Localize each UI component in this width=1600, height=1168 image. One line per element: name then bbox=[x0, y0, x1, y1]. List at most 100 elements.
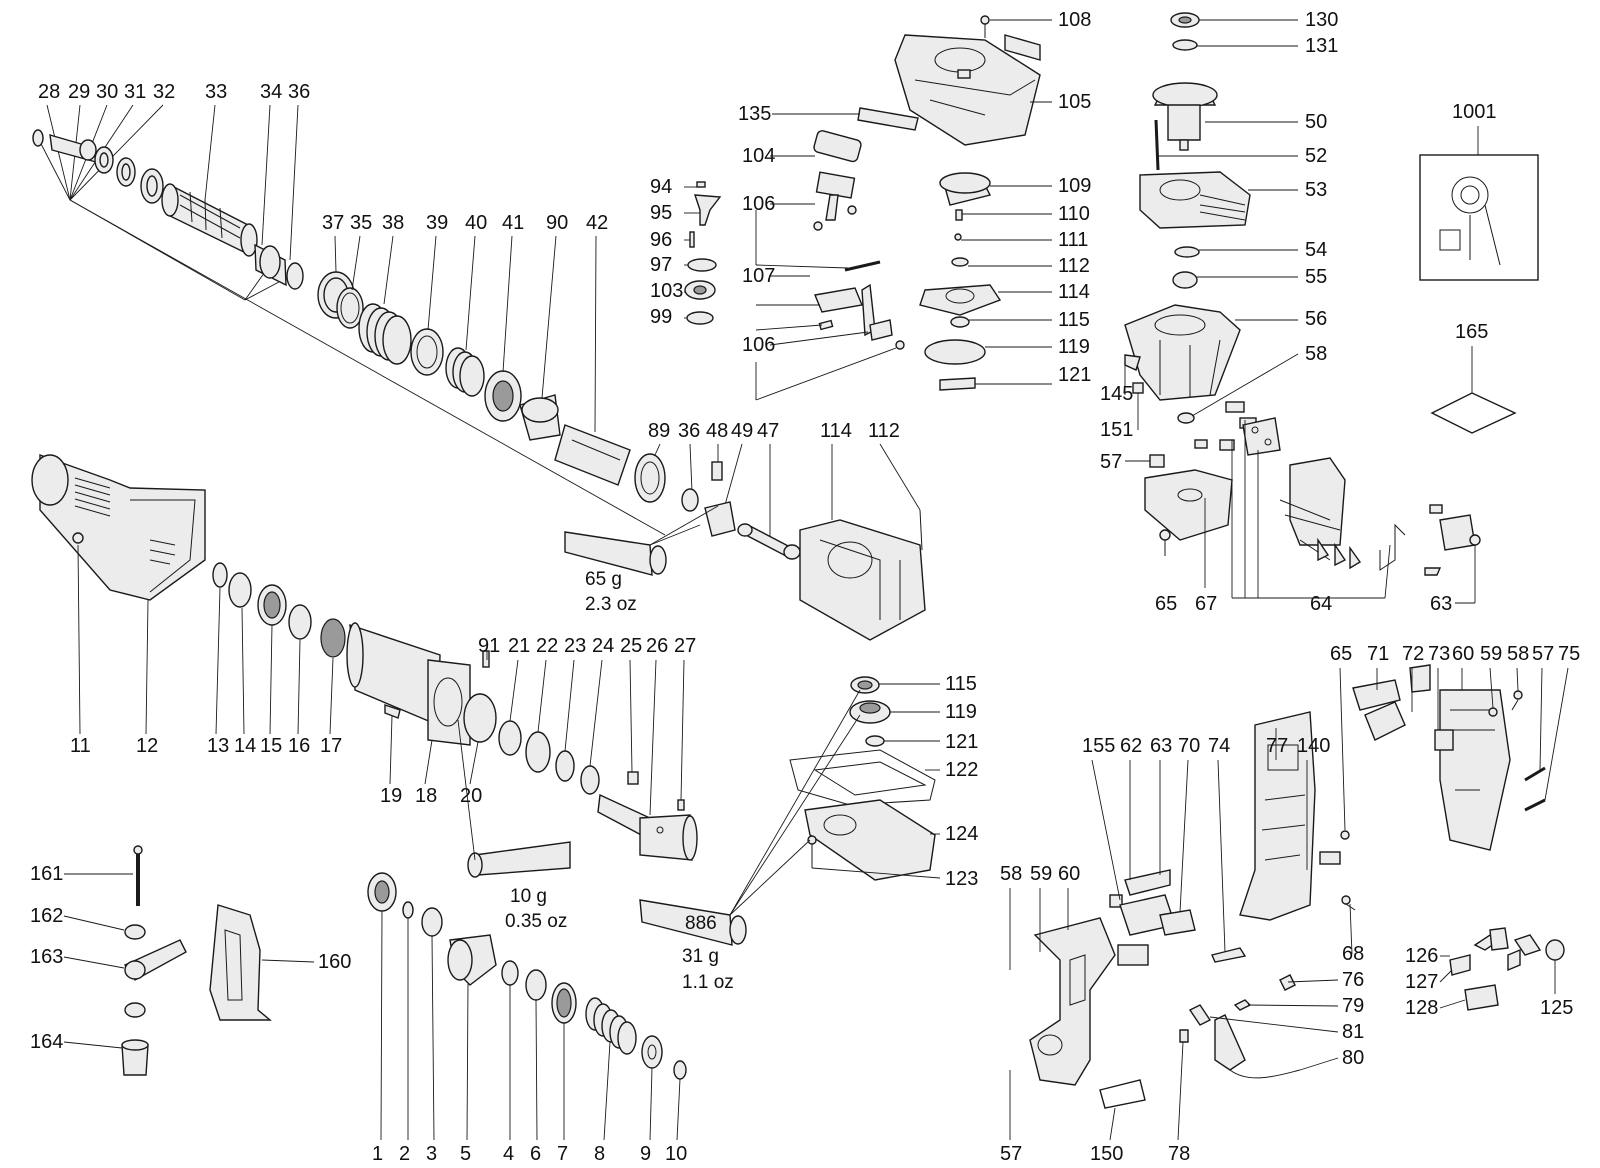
callout-59a: 59 bbox=[1480, 643, 1502, 665]
callout-56: 58 bbox=[1305, 343, 1327, 365]
callout-164: 164 bbox=[30, 1031, 63, 1053]
lube-885-b-oz: 0.35 oz bbox=[505, 911, 567, 932]
callout-30: 30 bbox=[96, 81, 118, 103]
callout-97a: 106 bbox=[742, 193, 775, 215]
side-handle-group: 161 162 163 164 160 bbox=[30, 845, 351, 1076]
callout-77: 77 bbox=[1266, 735, 1288, 757]
callout-8: 8 bbox=[594, 1143, 605, 1165]
callout-75: 75 bbox=[1558, 643, 1580, 665]
callout-40: 40 bbox=[465, 212, 487, 234]
chuck-group: 1 2 3 5 4 6 7 8 9 10 bbox=[367, 872, 687, 1165]
callout-73: 73 bbox=[1428, 643, 1450, 665]
callout-34: 34 bbox=[260, 81, 282, 103]
callout-88: 91 bbox=[478, 635, 500, 657]
callout-90: 95 bbox=[650, 202, 672, 224]
callout-79: 79 bbox=[1342, 995, 1364, 1017]
callout-24: 24 bbox=[592, 635, 614, 657]
callout-71: 71 bbox=[1367, 643, 1389, 665]
callout-18: 18 bbox=[415, 785, 437, 807]
callout-52: 54 bbox=[1305, 239, 1327, 261]
callout-89: 94 bbox=[650, 176, 672, 198]
callout-57a: 57 bbox=[1532, 643, 1554, 665]
crank-assembly: 89 36 48 49 47 114 112 885 65 g 2.3 oz bbox=[564, 420, 926, 641]
callout-94: 103 bbox=[650, 280, 683, 302]
lube-886-weight: 31 g bbox=[682, 946, 719, 967]
callout-81: 81 bbox=[1342, 1021, 1364, 1043]
callout-61: 62 bbox=[1120, 735, 1142, 757]
callout-5: 5 bbox=[460, 1143, 471, 1165]
callout-6: 6 bbox=[530, 1143, 541, 1165]
callout-41: 41 bbox=[502, 212, 524, 234]
callout-162: 162 bbox=[30, 905, 63, 927]
callout-68: 68 bbox=[1342, 943, 1364, 965]
callout-4: 4 bbox=[503, 1143, 514, 1165]
callout-20: 20 bbox=[460, 785, 482, 807]
callout-110: 119 bbox=[1058, 336, 1090, 358]
callout-42: 42 bbox=[586, 212, 608, 234]
callout-122: 122 bbox=[945, 759, 978, 781]
callout-38: 38 bbox=[382, 212, 404, 234]
callout-57b: 57 bbox=[1000, 1143, 1022, 1165]
callout-92: 97 bbox=[650, 254, 672, 276]
callout-67: 67 bbox=[1195, 593, 1217, 615]
electronics-group: 57 65 67 64 63 bbox=[1100, 401, 1481, 615]
front-housing-group: 885 10 g 0.35 oz 11 12 13 14 15 16 17 19… bbox=[31, 454, 698, 932]
callout-58a: 58 bbox=[1507, 643, 1529, 665]
callout-22: 22 bbox=[536, 635, 558, 657]
callout-125: 125 bbox=[1540, 997, 1573, 1019]
callout-11: 11 bbox=[70, 735, 91, 757]
callout-1001: 1001 bbox=[1452, 101, 1497, 123]
callout-19: 19 bbox=[380, 785, 402, 807]
callout-47: 49 bbox=[731, 420, 753, 442]
callout-105: 110 bbox=[1058, 203, 1090, 225]
callout-29: 29 bbox=[68, 81, 90, 103]
callout-106: 111 bbox=[1058, 229, 1088, 251]
callout-21: 21 bbox=[508, 635, 530, 657]
callout-130: 130 bbox=[1305, 9, 1338, 31]
callout-80: 80 bbox=[1342, 1047, 1364, 1069]
callout-151: 151 bbox=[1100, 419, 1133, 441]
callout-126: 126 bbox=[1405, 945, 1438, 967]
callout-115: 115 bbox=[945, 673, 977, 695]
callout-114: 114 bbox=[820, 420, 852, 442]
callout-31: 31 bbox=[124, 81, 146, 103]
callout-145: 145 bbox=[1100, 383, 1133, 405]
callout-23: 23 bbox=[564, 635, 586, 657]
callout-48: 50 bbox=[1305, 111, 1327, 133]
callout-163: 163 bbox=[30, 946, 63, 968]
leader-fan-28-32 bbox=[37, 104, 666, 536]
callout-85: 90 bbox=[546, 212, 568, 234]
callout-121: 121 bbox=[945, 731, 978, 753]
lube-885-b-weight: 10 g bbox=[510, 886, 547, 907]
callout-140: 140 bbox=[1297, 735, 1330, 757]
callout-55: 57 bbox=[1100, 451, 1122, 473]
motor-group: 130 131 50 52 53 54 55 56 58 145 151 bbox=[1100, 9, 1338, 441]
callout-93: 99 bbox=[650, 306, 672, 328]
callout-39: 39 bbox=[426, 212, 448, 234]
callout-53: 55 bbox=[1305, 266, 1327, 288]
callout-13: 13 bbox=[207, 735, 229, 757]
callout-70: 70 bbox=[1178, 735, 1200, 757]
callout-59b: 59 bbox=[1030, 863, 1052, 885]
callout-76: 76 bbox=[1342, 969, 1364, 991]
callouts-top-row: 28 29 30 31 32 33 34 36 37 35 38 39 40 4… bbox=[38, 81, 608, 433]
callout-10: 10 bbox=[665, 1143, 687, 1165]
callout-12: 12 bbox=[136, 735, 158, 757]
callout-886: 886 bbox=[685, 913, 717, 934]
gear-group: 886 31 g 1.1 oz 115 119 121 122 124 123 bbox=[639, 673, 978, 993]
callout-15: 15 bbox=[260, 735, 282, 757]
callout-95: 104 bbox=[742, 145, 775, 167]
callout-60b: 60 bbox=[1058, 863, 1080, 885]
rear-handle-group: 65 71 72 73 60 59 58 57 75 155 62 63 70 … bbox=[1000, 643, 1580, 1165]
callout-36b: 36 bbox=[678, 420, 700, 442]
callout-62: 63 bbox=[1150, 735, 1172, 757]
callout-37: 37 bbox=[322, 212, 344, 234]
callout-155: 155 bbox=[1082, 735, 1115, 757]
callout-35: 35 bbox=[350, 212, 372, 234]
callout-1: 1 bbox=[372, 1143, 383, 1165]
callout-99: 107 bbox=[742, 265, 775, 287]
callout-124: 124 bbox=[945, 823, 978, 845]
callout-128: 128 bbox=[1405, 997, 1438, 1019]
lube-885-a-weight: 65 g bbox=[585, 569, 622, 590]
